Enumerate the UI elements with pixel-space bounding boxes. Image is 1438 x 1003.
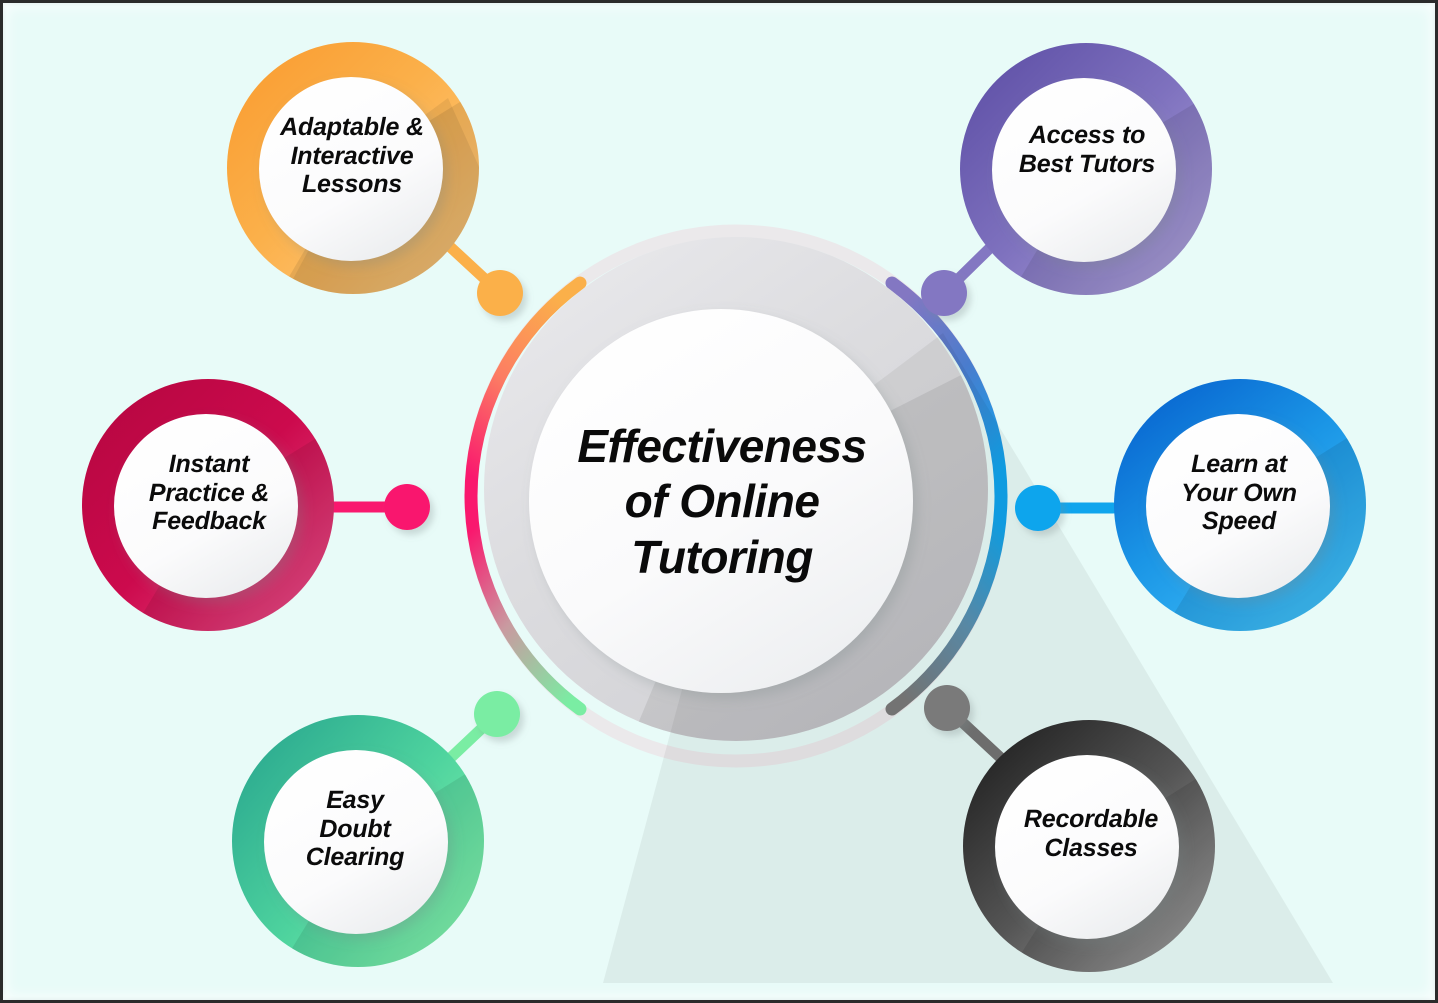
- dot-instant[interactable]: [384, 484, 430, 530]
- node-easy-disc: [264, 750, 448, 934]
- node-adaptable[interactable]: [203, 42, 623, 423]
- node-recordable-disc: [995, 755, 1179, 939]
- dot-adaptable[interactable]: [477, 270, 523, 316]
- node-learn[interactable]: [1083, 379, 1438, 763]
- dot-easy[interactable]: [474, 691, 520, 737]
- diagram-svg: [53, 42, 1438, 1003]
- node-recordable[interactable]: [933, 720, 1333, 1003]
- connector-arcs: [464, 276, 1008, 716]
- node-access-disc: [992, 78, 1176, 262]
- node-easy[interactable]: [203, 715, 603, 1003]
- node-learn-disc: [1146, 414, 1330, 598]
- arc-blue-to-purple: [885, 276, 1008, 503]
- connector-dots: [384, 270, 1061, 737]
- node-adaptable-disc: [259, 77, 443, 261]
- node-access-long-shadow: [960, 68, 1212, 295]
- arc-orange-to-pink: [464, 276, 587, 503]
- node-instant-disc: [114, 414, 298, 598]
- dot-recordable[interactable]: [924, 685, 970, 731]
- node-access[interactable]: [933, 43, 1353, 423]
- center-inner-disc: [529, 309, 913, 693]
- arc-gray-to-blue: [885, 489, 1008, 716]
- node-instant[interactable]: [53, 379, 453, 763]
- arc-pink-to-green: [464, 489, 587, 716]
- dot-learn[interactable]: [1015, 485, 1061, 531]
- dot-access[interactable]: [921, 270, 967, 316]
- node-adaptable-long-shadow: [227, 63, 479, 294]
